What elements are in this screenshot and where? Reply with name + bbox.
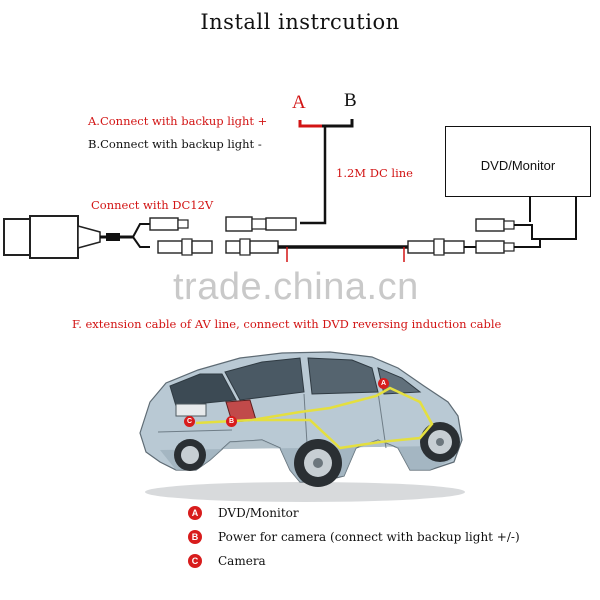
av-extension-connector — [407, 238, 465, 256]
car-badge-c: C — [184, 416, 195, 427]
terminal-b-label: B — [344, 90, 357, 111]
wire-a-bracket — [298, 120, 322, 128]
monitor-label: DVD/Monitor — [480, 158, 556, 173]
legend-text-b: Power for camera (connect with backup li… — [218, 530, 520, 544]
page-title: Install instrcution — [200, 10, 400, 34]
wire-b-bracket — [322, 119, 354, 128]
camera-icon — [3, 215, 101, 259]
legend-item-c: C Camera — [188, 551, 266, 571]
terminal-a-label: A — [292, 92, 306, 113]
car-badge-b: B — [226, 416, 237, 427]
legend-text-c: Camera — [218, 554, 266, 568]
wiring-route-line — [195, 386, 434, 450]
legend-text-a: DVD/Monitor — [218, 506, 299, 520]
legend-item-a: A DVD/Monitor — [188, 503, 299, 523]
legend-badge-a: A — [188, 506, 202, 520]
legend-badge-b: B — [188, 530, 202, 544]
connect-a-note: A.Connect with backup light + — [88, 114, 268, 128]
video-connector — [157, 238, 279, 256]
legend-badge-c: C — [188, 554, 202, 568]
connect-b-note: B.Connect with backup light - — [88, 137, 262, 151]
dc12v-label: Connect with DC12V — [91, 198, 214, 212]
car-illustration — [139, 351, 465, 502]
dc-line-wire — [300, 126, 327, 225]
power-connector — [149, 216, 297, 232]
watermark: trade.china.cn — [173, 266, 419, 308]
car-badge-a: A — [378, 378, 389, 389]
monitor-box — [445, 126, 591, 197]
legend-item-b: B Power for camera (connect with backup … — [188, 527, 520, 547]
extension-note: F. extension cable of AV line, connect w… — [72, 317, 502, 331]
monitor-connector — [475, 218, 515, 254]
dc-line-label: 1.2M DC line — [336, 166, 413, 180]
